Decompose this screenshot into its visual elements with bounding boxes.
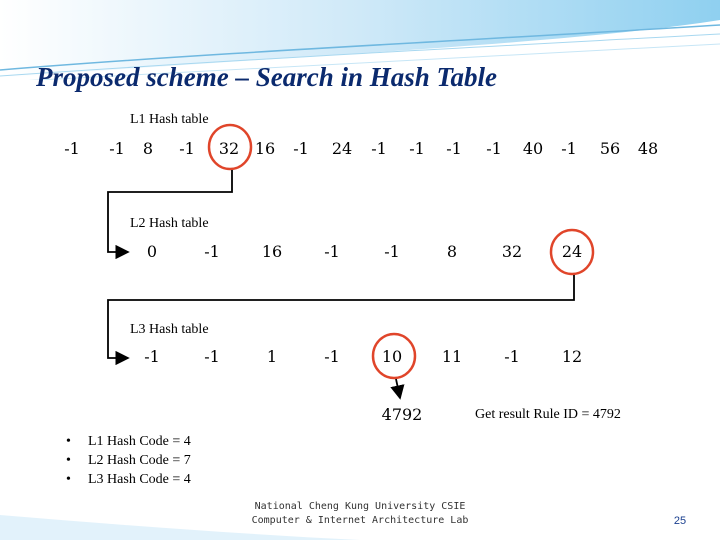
l1-to-l2-arrow xyxy=(108,170,232,252)
list-item-text: L3 Hash Code = 4 xyxy=(88,472,191,487)
bullet-icon: • xyxy=(66,453,88,469)
l3-to-result-arrow xyxy=(396,379,400,398)
l2-to-l3-arrow xyxy=(108,275,574,358)
list-item: •L1 Hash Code = 4 xyxy=(66,434,191,453)
page-number: 25 xyxy=(665,515,695,527)
list-item: •L3 Hash Code = 4 xyxy=(66,472,191,491)
l1-selection-circle xyxy=(209,125,251,169)
l2-selection-circle xyxy=(551,230,593,274)
footer-line-lab: Computer & Internet Architecture Lab xyxy=(200,514,520,528)
l3-selection-circle xyxy=(373,334,415,378)
list-item: •L2 Hash Code = 7 xyxy=(66,453,191,472)
bullet-icon: • xyxy=(66,434,88,450)
footer: National Cheng Kung University CSIE Comp… xyxy=(200,500,520,528)
footer-line-university: National Cheng Kung University CSIE xyxy=(200,500,520,514)
hash-code-list: •L1 Hash Code = 4 •L2 Hash Code = 7 •L3 … xyxy=(66,434,191,491)
bullet-icon: • xyxy=(66,472,88,488)
list-item-text: L2 Hash Code = 7 xyxy=(88,453,191,468)
list-item-text: L1 Hash Code = 4 xyxy=(88,434,191,449)
